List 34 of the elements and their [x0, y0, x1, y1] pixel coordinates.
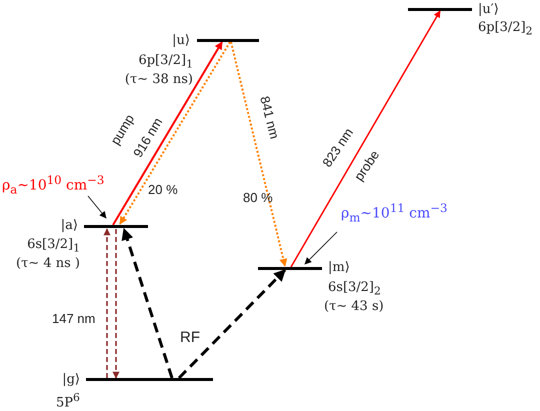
edge-label: 841 nm	[257, 94, 282, 140]
state-label: |g⟩	[62, 372, 80, 388]
lifetime-label: (τ~ 43 s)	[324, 299, 384, 315]
state-label: |a⟩	[60, 218, 78, 234]
configuration-label: 6s[3/2]$_{2}$	[328, 280, 381, 300]
lifetime-label: (τ~ 4 ns )	[16, 256, 80, 272]
rf-label: RF	[180, 330, 200, 345]
density-label: ρ$_{m}$~10$^{11}$ cm$^{−3}$	[341, 200, 448, 226]
state-label: |u⟩	[172, 33, 190, 49]
probe-arrow	[290, 10, 441, 268]
energy-level-line	[408, 8, 472, 11]
configuration-label: 5P$^{6}$	[56, 390, 80, 411]
energy-level-line	[86, 378, 213, 381]
configuration-label: 6p[3/2]$_{1}$	[138, 53, 193, 73]
edge-label: 20 %	[148, 182, 178, 197]
state-label: |m⟩	[328, 260, 350, 276]
energy-level-line	[84, 225, 148, 228]
energy-level-line	[258, 267, 322, 270]
edge-label: 147 nm	[52, 311, 96, 326]
decay-arrow	[230, 42, 288, 267]
state-label: |u′⟩	[478, 2, 499, 18]
energy-level-line	[197, 39, 259, 42]
lifetime-label: (τ~ 38 ns)	[124, 72, 193, 88]
rf-transition-arrow	[122, 228, 174, 378]
configuration-label: 6p[3/2]$_{2}$	[478, 20, 533, 40]
leader-line	[88, 196, 106, 219]
density-label: ρ$_{a}$~10$^{10}$ cm$^{−3}$	[2, 172, 104, 198]
transition-arrow	[104, 228, 110, 378]
rf-transition-arrow	[178, 268, 286, 380]
branching-label: 80 %	[243, 190, 273, 205]
transition-arrow	[112, 229, 120, 379]
leader-line	[304, 232, 338, 264]
configuration-label: 6s[3/2]$_{1}$	[27, 237, 80, 257]
edge-label: 823 nm	[319, 125, 356, 170]
